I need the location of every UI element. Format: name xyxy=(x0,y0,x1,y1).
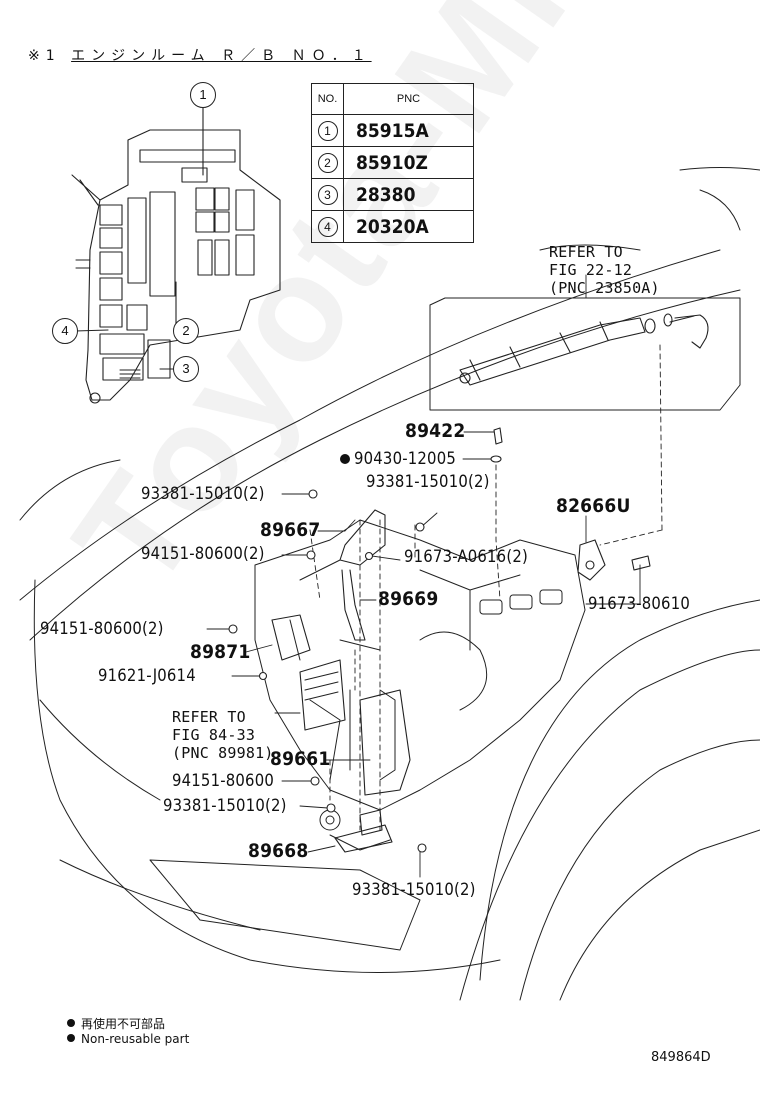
row-number: 3 xyxy=(317,184,338,205)
table-row: 3 28380 xyxy=(311,178,474,211)
refer-ecu-line3: (PNC 89981) xyxy=(172,744,274,762)
header-title: ※1 エンジンルーム Ｒ／Ｂ ＮＯ．１ xyxy=(28,45,372,65)
row-pnc[interactable]: 20320A xyxy=(343,210,474,243)
part-90430-row: 90430-12005 xyxy=(340,449,456,468)
part-89669[interactable]: 89669 xyxy=(378,588,439,610)
part-90430[interactable]: 90430-12005 xyxy=(354,449,456,468)
table-row: 4 20320A xyxy=(311,210,474,243)
legend-jp: 再使用不可部品 xyxy=(67,1015,165,1032)
refer-ecu[interactable]: REFER TO FIG 84-33 (PNC 89981) xyxy=(172,690,274,762)
callout-4[interactable]: 4 xyxy=(52,318,78,344)
row-pnc[interactable]: 85915A xyxy=(343,114,474,147)
part-93381-c[interactable]: 93381-15010(2) xyxy=(163,796,287,815)
legend-dot-icon xyxy=(67,1034,75,1042)
callout-2[interactable]: 2 xyxy=(173,318,199,344)
part-93381-a[interactable]: 93381-15010(2) xyxy=(141,484,265,503)
pnc-col-pnc: PNC xyxy=(343,83,474,115)
refer-ecu-line2: FIG 84-33 xyxy=(172,726,256,744)
pnc-table: NO. PNC 1 85915A 2 85910Z 3 28380 4 2032… xyxy=(311,83,474,243)
callout-1[interactable]: 1 xyxy=(190,82,216,108)
row-number: 4 xyxy=(317,216,338,237)
pnc-col-no: NO. xyxy=(311,83,344,115)
part-94151-a[interactable]: 94151-80600(2) xyxy=(141,544,265,563)
part-89661[interactable]: 89661 xyxy=(270,748,331,770)
figure-code: 849864D xyxy=(651,1050,711,1065)
fuel-rail-refer-box xyxy=(429,297,741,411)
row-pnc[interactable]: 28380 xyxy=(343,178,474,211)
row-number: 2 xyxy=(317,152,338,173)
refer-fuel-line2: FIG 22-12 xyxy=(549,261,633,279)
part-leader-lines xyxy=(206,274,641,878)
part-93381-d[interactable]: 93381-15010(2) xyxy=(352,880,476,899)
refer-fuel-rail[interactable]: REFER TO FIG 22-12 (PNC 23850A) xyxy=(549,225,660,297)
relay-block-drawing xyxy=(71,129,281,404)
part-91673-a[interactable]: 91673-A0616(2) xyxy=(404,547,528,566)
part-89668[interactable]: 89668 xyxy=(248,840,309,862)
bolt-icons xyxy=(228,489,427,853)
legend-en: Non-reusable part xyxy=(67,1032,189,1046)
refer-ecu-line1: REFER TO xyxy=(172,708,246,726)
row-number: 1 xyxy=(317,120,338,141)
dashed-connections xyxy=(309,344,663,831)
refer-fuel-line1: REFER TO xyxy=(549,243,623,261)
engine-drawing xyxy=(254,519,586,851)
header-mark: ※1 xyxy=(28,48,61,64)
part-82666u[interactable]: 82666U xyxy=(556,495,631,517)
refer-fuel-line3: (PNC 23850A) xyxy=(549,279,660,297)
part-91621[interactable]: 91621-J0614 xyxy=(98,666,196,685)
callout-3[interactable]: 3 xyxy=(173,356,199,382)
non-reusable-dot-icon xyxy=(340,454,350,464)
row-pnc[interactable]: 85910Z xyxy=(343,146,474,179)
table-row: 1 85915A xyxy=(311,114,474,147)
part-94151-b[interactable]: 94151-80600(2) xyxy=(40,619,164,638)
part-89422[interactable]: 89422 xyxy=(405,420,466,442)
legend-dot-icon xyxy=(67,1019,75,1027)
part-93381-b[interactable]: 93381-15010(2) xyxy=(366,472,490,491)
legend-en-text: Non-reusable part xyxy=(81,1032,190,1046)
legend-jp-text: 再使用不可部品 xyxy=(81,1017,166,1031)
header-text: エンジンルーム Ｒ／Ｂ ＮＯ．１ xyxy=(71,48,372,64)
part-89871[interactable]: 89871 xyxy=(190,641,251,663)
table-row: 2 85910Z xyxy=(311,146,474,179)
vehicle-body-outline xyxy=(19,167,760,1001)
part-89667[interactable]: 89667 xyxy=(260,519,321,541)
part-94151-c[interactable]: 94151-80600 xyxy=(172,771,274,790)
part-91673-b[interactable]: 91673-80610 xyxy=(588,594,690,613)
